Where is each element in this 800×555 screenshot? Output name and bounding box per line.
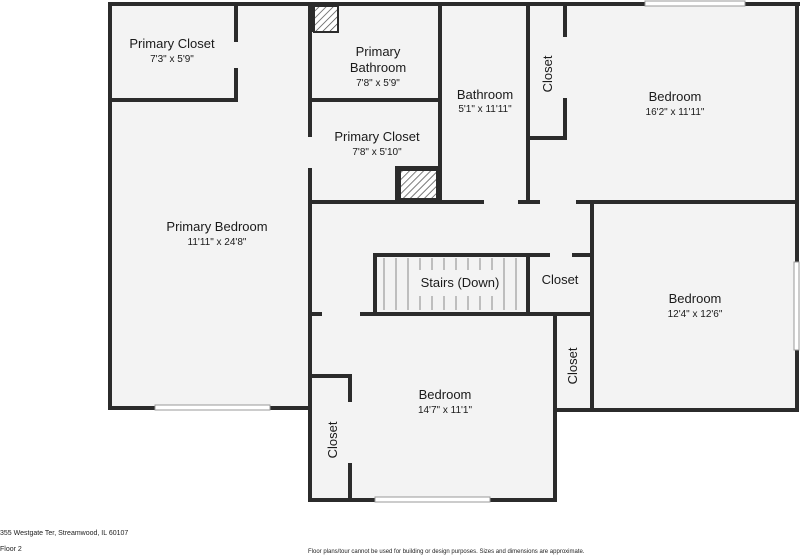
room-name-bedroom-right: Bedroom xyxy=(669,291,722,306)
room-dims-primary-closet-1: 7'3" x 5'9" xyxy=(150,54,194,65)
room-name-primary-closet-2: Primary Closet xyxy=(334,129,420,144)
room-name-bedroom-bottom: Bedroom xyxy=(419,387,472,402)
room-dims-bedroom-right: 12'4" x 12'6" xyxy=(668,309,723,320)
stairs-treads xyxy=(383,258,517,310)
room-dims-bedroom-bottom: 14'7" x 11'1" xyxy=(418,405,473,416)
disclaimer-text: Floor plans/tour cannot be used for buil… xyxy=(308,549,585,555)
floor-fill xyxy=(110,4,798,500)
hatched-shaft-top xyxy=(313,5,339,33)
room-name-bedroom-top-right: Bedroom xyxy=(649,89,702,104)
hatched-shaft-closet xyxy=(399,169,438,200)
room-name-stairs: Stairs (Down) xyxy=(421,275,500,290)
room-name-closet-mid: Closet xyxy=(542,272,579,287)
room-name-primary-bathroom-line1: Primary xyxy=(356,44,401,59)
walls xyxy=(108,2,800,502)
address-text: 355 Westgate Ter, Streamwood, IL 60107 xyxy=(0,530,129,537)
room-name-closet-top: Closet xyxy=(540,55,555,92)
room-name-primary-closet-1: Primary Closet xyxy=(129,36,215,51)
room-name-primary-bathroom-line2: Bathroom xyxy=(350,60,406,75)
windows xyxy=(154,0,800,503)
room-dims-bathroom: 5'1" x 11'11" xyxy=(458,104,512,115)
room-name-closet-bottom: Closet xyxy=(325,421,340,458)
room-name-closet-right-small: Closet xyxy=(565,347,580,384)
room-labels: Primary Closet 7'3" x 5'9" Primary Bathr… xyxy=(129,36,722,458)
room-dims-bedroom-top-right: 16'2" x 11'11" xyxy=(646,107,705,118)
room-dims-primary-closet-2: 7'8" x 5'10" xyxy=(352,147,402,158)
room-name-bathroom: Bathroom xyxy=(457,87,513,102)
room-dims-primary-bathroom: 7'8" x 5'9" xyxy=(356,78,400,89)
floor-label: Floor 2 xyxy=(0,546,22,553)
room-dims-primary-bedroom: 11'11" x 24'8" xyxy=(188,237,247,248)
room-name-primary-bedroom: Primary Bedroom xyxy=(166,219,267,234)
